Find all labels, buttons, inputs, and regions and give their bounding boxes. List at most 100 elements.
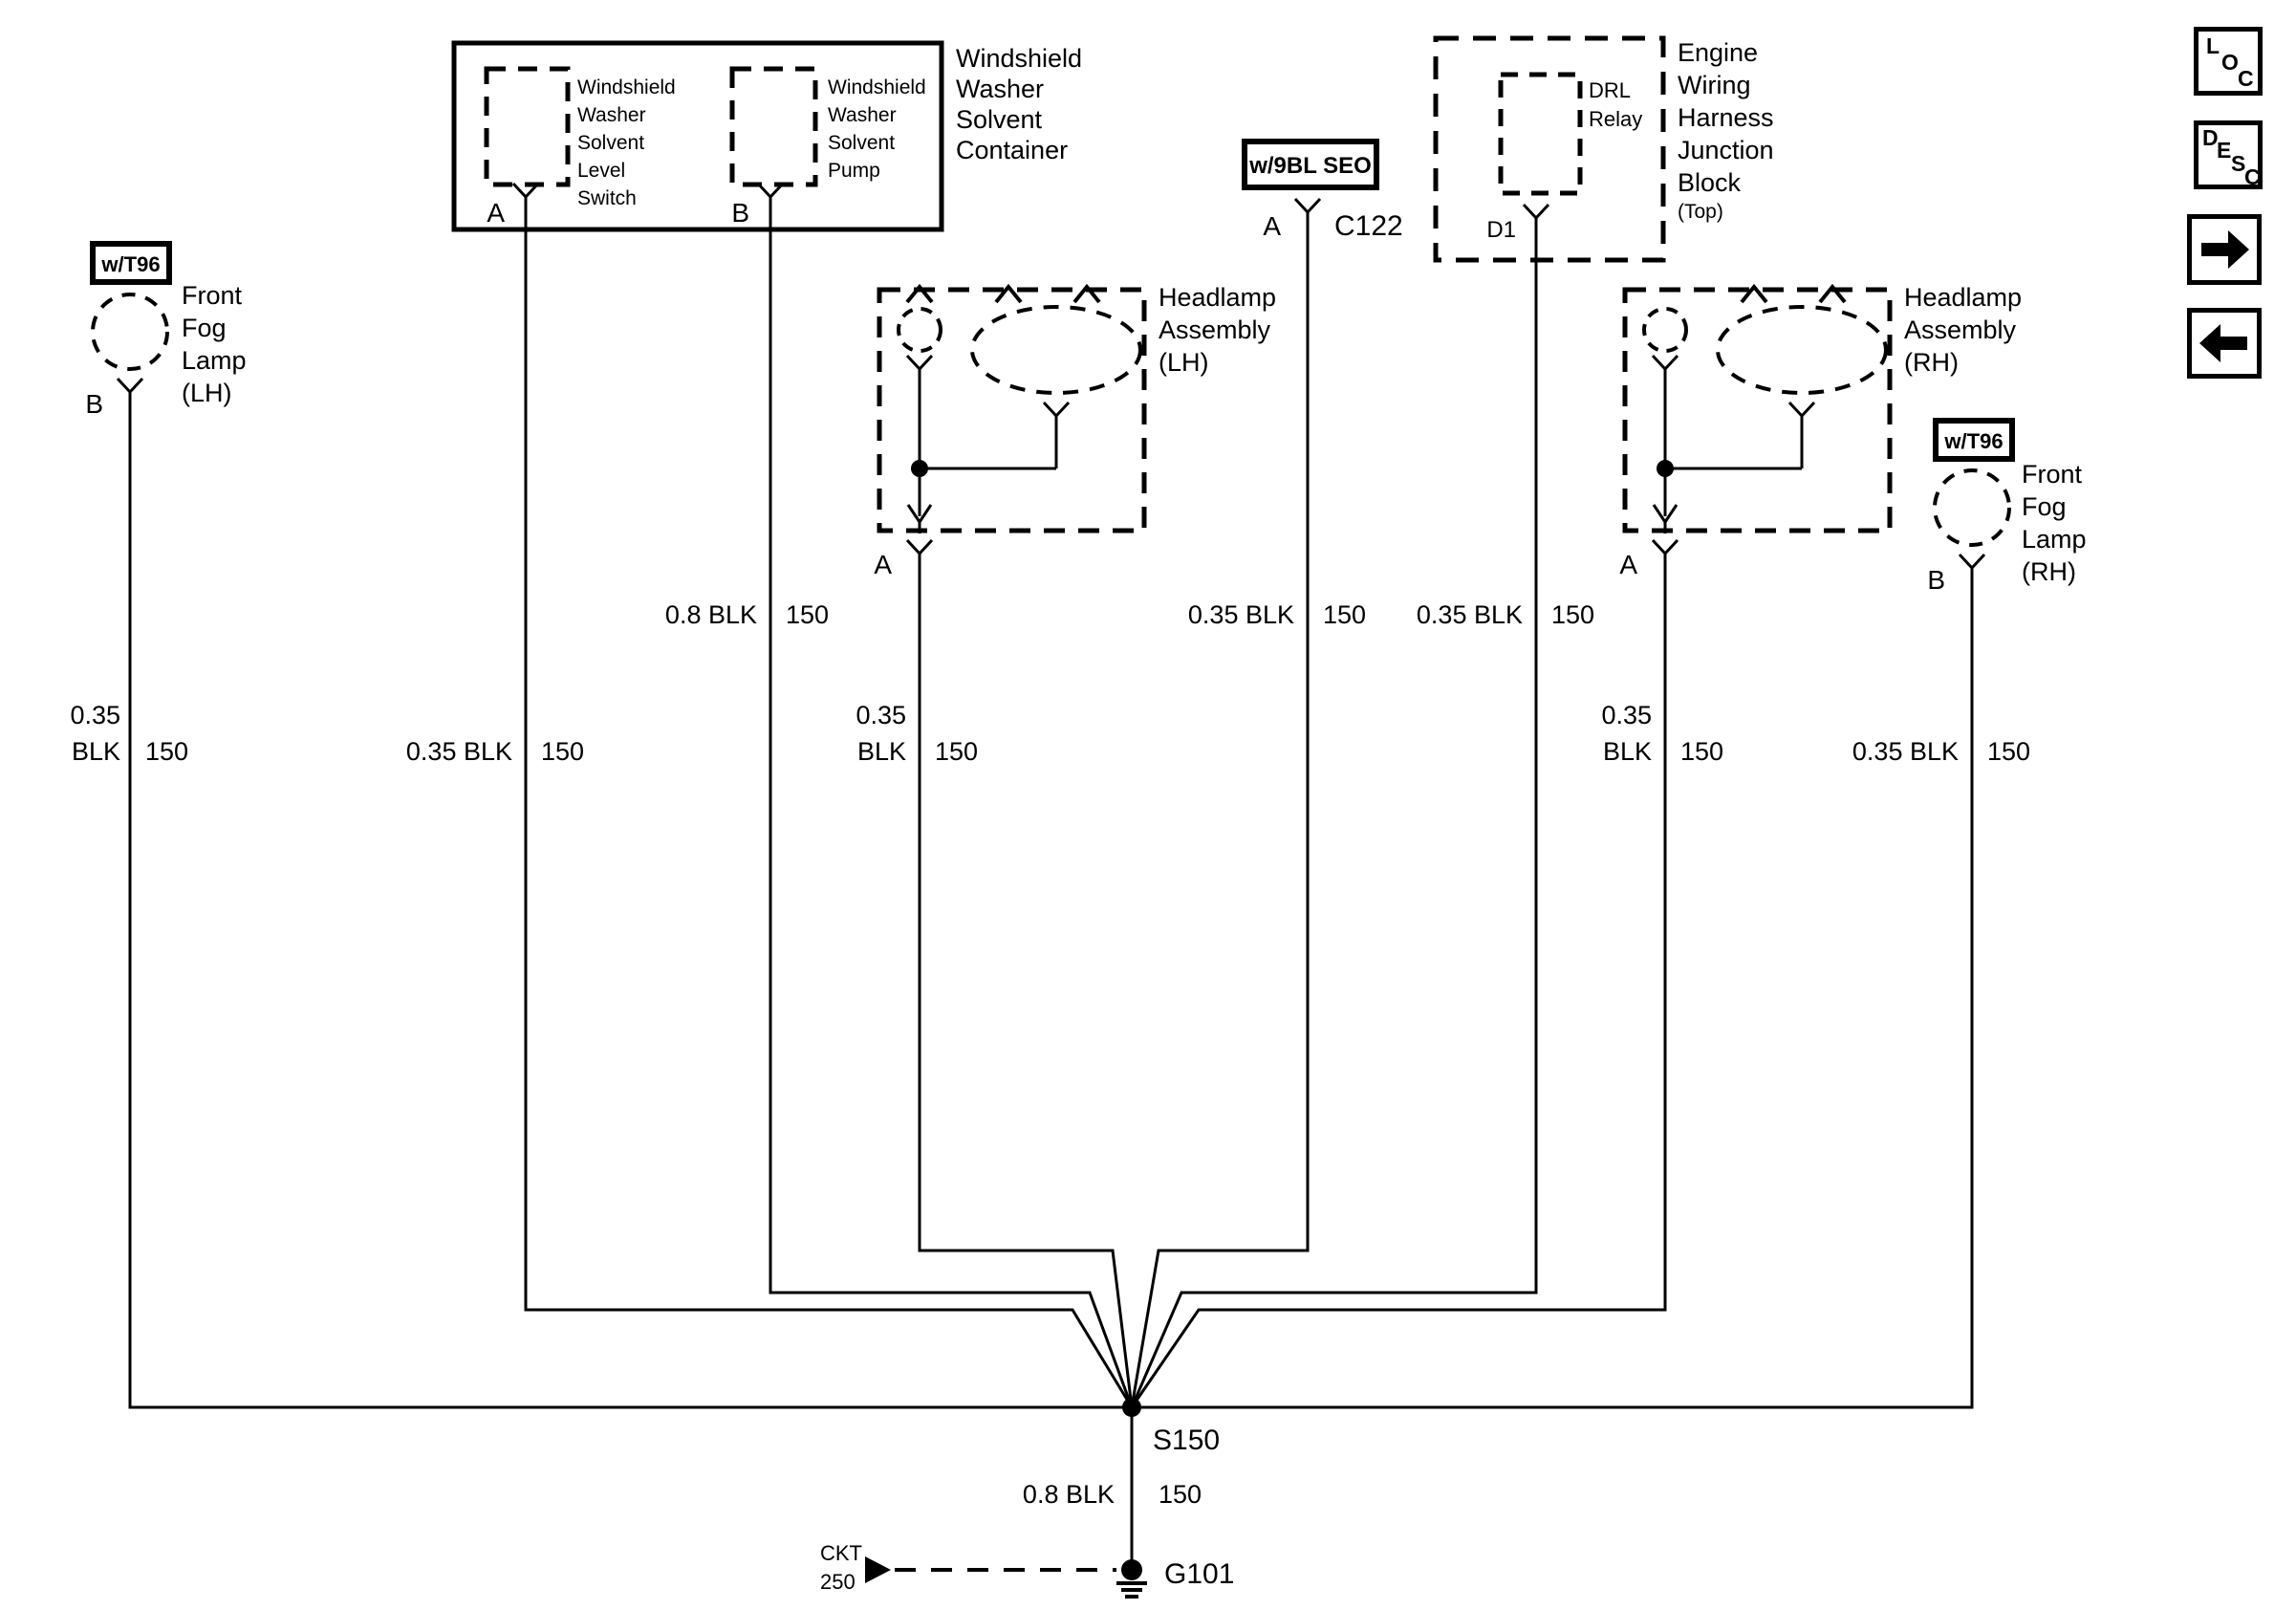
washer-pump-pin-connector <box>756 182 785 212</box>
s150-label: S150 <box>1153 1425 1220 1456</box>
svg-text:Relay: Relay <box>1589 107 1642 131</box>
fog-lamp-rh: w/T96 Front Fog Lamp (RH) B <box>1927 418 2087 595</box>
svg-text:0.8 BLK: 0.8 BLK <box>1023 1480 1115 1509</box>
c122-pin-label: A <box>1263 211 1281 241</box>
wire-headlamp-lh <box>918 567 1134 1408</box>
wire-labels: 0.35 BLK 150 0.35 BLK 150 0.8 BLK 150 0.… <box>70 600 2030 1509</box>
junction-block-subtitle: (Top) <box>1678 201 1723 223</box>
headlamp-assembly-lh: Headlamp Assembly (LH) A <box>874 283 1276 579</box>
drl-relay-box <box>1498 72 1583 196</box>
fog-rh-title: Front Fog Lamp (RH) <box>2022 460 2087 586</box>
headlamp-lh-junction-dot <box>911 460 928 477</box>
svg-text:Lamp: Lamp <box>2022 525 2087 554</box>
washer-switch-pin-label: A <box>487 198 505 228</box>
wire-label-switch: 0.35 BLK 150 <box>406 737 584 766</box>
svg-text:Assembly: Assembly <box>1159 315 1271 344</box>
loc-button[interactable]: L O C <box>2194 27 2263 96</box>
svg-text:Headlamp: Headlamp <box>1159 283 1276 312</box>
headlamp-lh-box <box>877 287 1147 533</box>
loc-letter: C <box>2238 66 2254 91</box>
wire-label-fog-rh: 0.35 BLK 150 <box>1852 737 2030 766</box>
seo-connector-c122: w/9BL SEO A C122 <box>1242 139 1403 242</box>
headlamp-rh-pin-connector <box>1651 538 1679 567</box>
svg-text:(RH): (RH) <box>1904 348 1959 377</box>
svg-text:Washer: Washer <box>577 104 646 126</box>
ckt-arrow-icon <box>865 1556 891 1583</box>
svg-text:0.35: 0.35 <box>70 701 120 729</box>
wire-label-ground: 0.8 BLK 150 <box>1023 1480 1202 1509</box>
chevron-up-icon <box>994 283 1023 304</box>
svg-text:150: 150 <box>145 737 188 766</box>
desc-button[interactable]: D E S C <box>2194 120 2263 189</box>
previous-page-button[interactable] <box>2187 308 2262 379</box>
headlamp-rh-junction-dot <box>1657 460 1674 477</box>
headlamp-rh-title: Headlamp Assembly (RH) <box>1904 283 2022 377</box>
next-page-button[interactable] <box>2187 214 2262 285</box>
arrow-left-icon <box>2199 324 2247 362</box>
headlamp-lh-internal-wiring <box>905 354 1071 533</box>
wire-label-d1: 0.35 BLK 150 <box>1417 600 1594 629</box>
desc-letter: E <box>2217 138 2232 163</box>
ground-g101: G101 CKT 250 <box>820 1541 1234 1599</box>
svg-text:Washer: Washer <box>828 104 897 126</box>
arrow-right-icon <box>2201 230 2249 269</box>
svg-text:150: 150 <box>1323 600 1366 629</box>
svg-text:(LH): (LH) <box>1159 348 1209 377</box>
svg-text:150: 150 <box>1551 600 1594 629</box>
svg-text:0.35 BLK: 0.35 BLK <box>1852 737 1959 766</box>
fog-lamp-lh: w/T96 Front Fog Lamp (LH) B <box>85 241 247 419</box>
washer-pump-label: Windshield Washer Solvent Pump <box>828 76 926 182</box>
svg-text:Windshield: Windshield <box>956 44 1082 73</box>
svg-text:BLK: BLK <box>1603 737 1652 766</box>
svg-text:Lamp: Lamp <box>182 346 247 375</box>
junction-block: DRL Relay Engine Wiring Harness Junction… <box>1433 35 1774 263</box>
junction-block-title: Engine Wiring Harness Junction Block <box>1678 38 1774 197</box>
fog-lh-bulb-symbol <box>91 293 169 371</box>
svg-text:250: 250 <box>820 1570 856 1594</box>
washer-solvent-container: Windshield Washer Solvent Level Switch W… <box>451 40 1082 232</box>
svg-text:(RH): (RH) <box>2022 557 2076 586</box>
svg-text:150: 150 <box>935 737 978 766</box>
svg-text:Junction: Junction <box>1678 136 1774 164</box>
fog-rh-pin-label: B <box>1927 565 1945 595</box>
svg-text:(LH): (LH) <box>182 379 232 407</box>
fog-rh-tag-box <box>1933 418 2015 462</box>
headlamp-lh-large-bulb <box>970 305 1142 395</box>
svg-text:150: 150 <box>786 600 829 629</box>
wire-label-c122: 0.35 BLK 150 <box>1188 600 1366 629</box>
chevron-up-icon <box>1072 283 1101 304</box>
svg-text:Assembly: Assembly <box>1904 315 2017 344</box>
svg-text:Windshield: Windshield <box>577 76 676 98</box>
washer-level-switch-box <box>484 66 571 187</box>
ckt-label: CKT 250 <box>820 1541 862 1594</box>
c122-id-label: C122 <box>1334 210 1403 242</box>
svg-text:BLK: BLK <box>72 737 120 766</box>
washer-pump-pin-label: B <box>731 198 749 228</box>
svg-text:0.35 BLK: 0.35 BLK <box>1188 600 1294 629</box>
g101-label: G101 <box>1164 1558 1234 1590</box>
svg-text:DRL: DRL <box>1589 78 1631 102</box>
desc-letter: S <box>2231 151 2246 176</box>
headlamp-rh-small-bulb <box>1642 307 1688 353</box>
g101-ground-dot <box>1121 1559 1142 1580</box>
headlamp-rh-box <box>1622 287 1893 533</box>
loc-letter: L <box>2206 33 2220 58</box>
wire-label-fog-lh: 0.35 BLK 150 <box>70 701 188 766</box>
chevron-up-icon <box>1740 283 1768 304</box>
washer-level-switch-label: Windshield Washer Solvent Level Switch <box>577 76 676 209</box>
svg-text:Fog: Fog <box>2022 492 2067 521</box>
wire-label-headlamp-lh: 0.35 BLK 150 <box>856 701 978 766</box>
fog-rh-tag-label: w/T96 <box>1943 429 2003 453</box>
fog-lh-pin-connector <box>116 377 144 407</box>
drl-relay-label: DRL Relay <box>1589 78 1642 131</box>
exit-arrow-icon <box>906 504 933 523</box>
headlamp-rh-internal-wiring <box>1651 354 1816 533</box>
seo-tag-box <box>1242 139 1379 190</box>
fog-lh-tag-box <box>90 241 172 285</box>
svg-text:Switch: Switch <box>577 187 637 209</box>
chevron-up-icon <box>1818 283 1847 304</box>
d1-connector <box>1522 203 1550 235</box>
svg-text:Solvent: Solvent <box>956 105 1043 134</box>
chevron-up-icon <box>905 283 934 304</box>
wire-washer-switch <box>524 212 1134 1408</box>
